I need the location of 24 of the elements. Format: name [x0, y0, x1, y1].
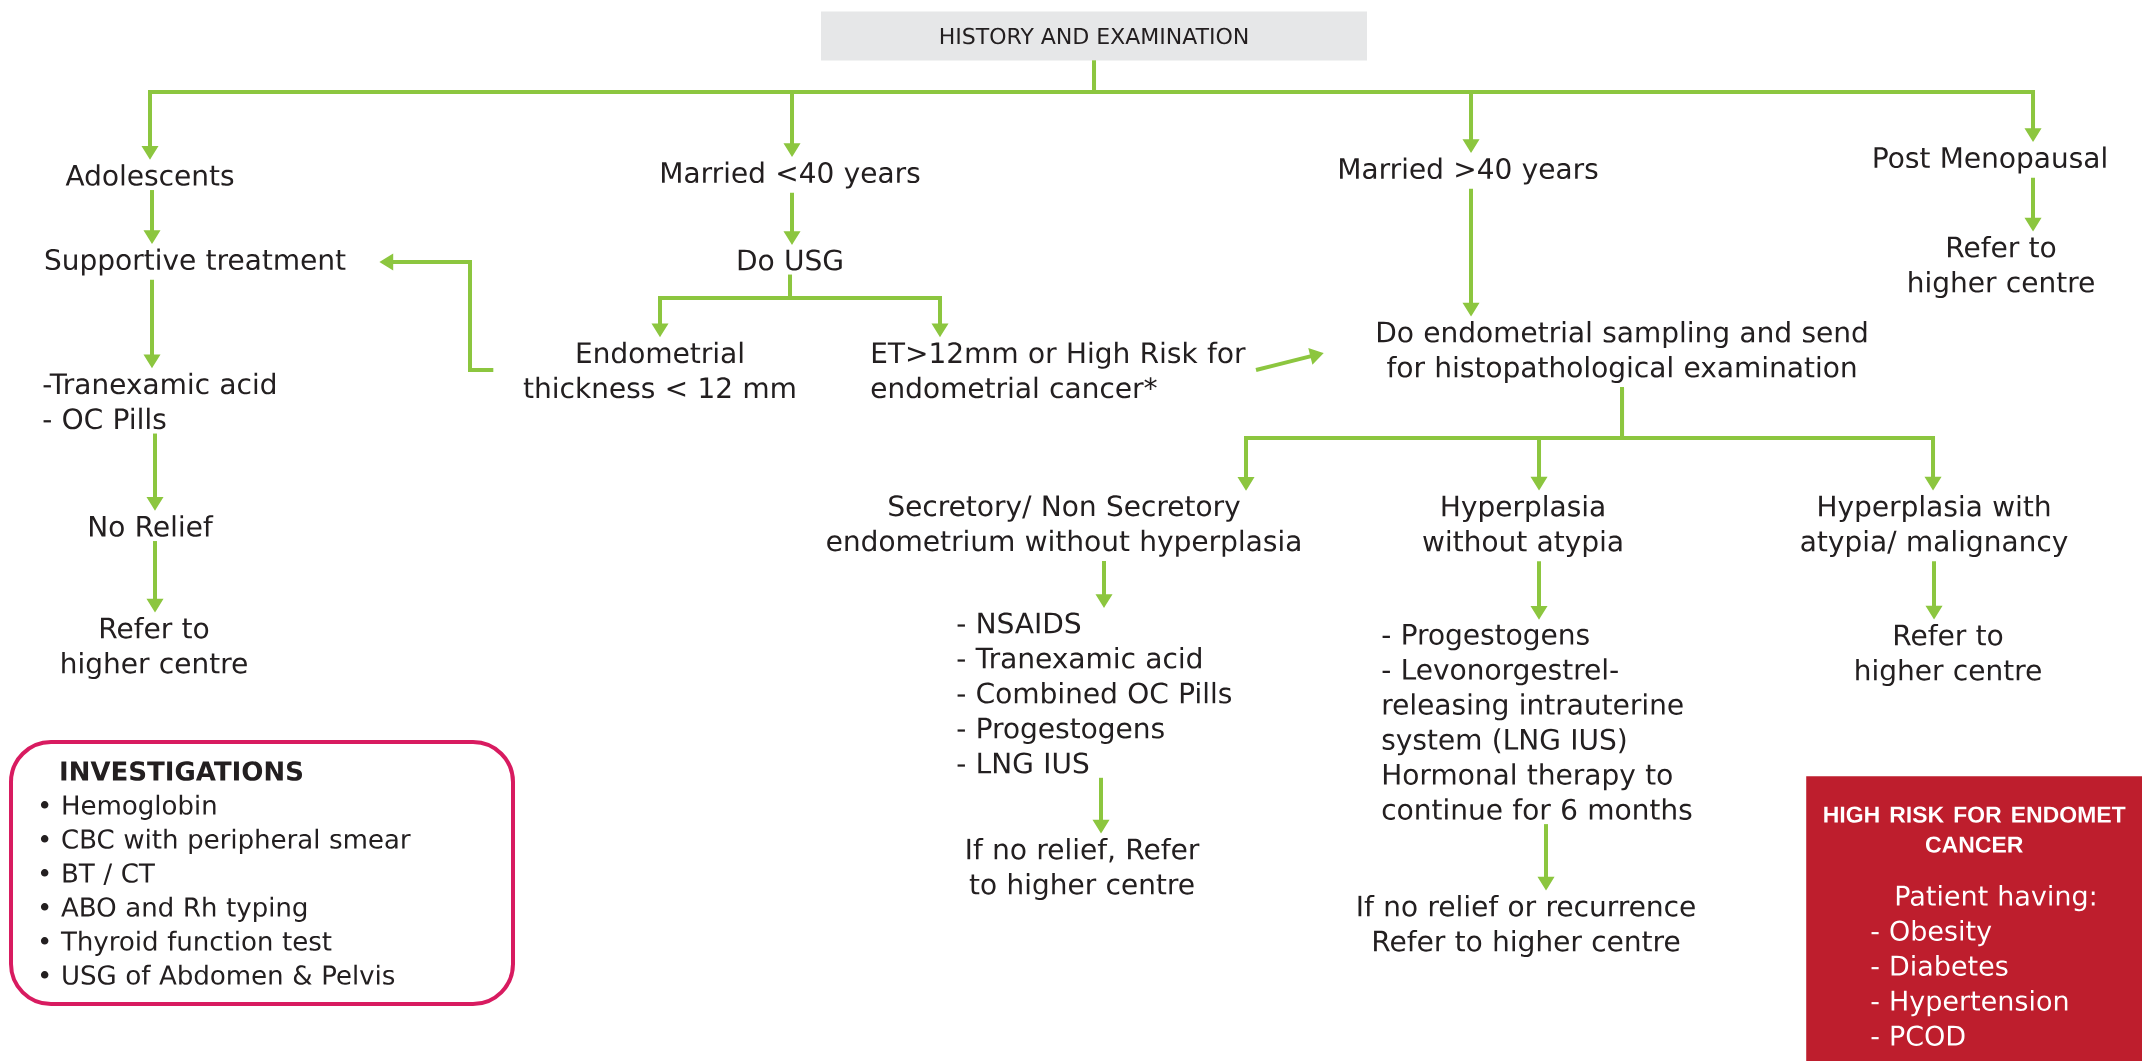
- step-label: Do USG: [738, 249, 842, 271]
- step-label: Hyperplasia with atypia/ malignancy: [1801, 494, 2068, 558]
- step-label: Refer to higher centre: [1856, 623, 2041, 687]
- step-label: No Relief: [90, 515, 214, 537]
- step-label: Hyperplasia without atypia: [1423, 494, 1622, 558]
- step-label: Secretory/ Non Secretory endometrium without hyperplasia: [827, 495, 1300, 557]
- step-label: Refer to higher centre: [1909, 235, 2094, 299]
- title-box: HISTORY AND EXAMINATION: [821, 11, 1367, 61]
- treatment-list: - NSAIDS - Tranexamic acid - Combined OC Pills - Progestogens - LNG IUS: [957, 612, 1231, 774]
- step-label: If no relief or recurrence Refer to higher centre: [1358, 894, 1695, 958]
- step-label: Do endometrial sampling and send for histopathological examination: [1378, 320, 1867, 384]
- step-label: If no relief, Refer to higher centre: [967, 837, 1200, 901]
- step-label: Married >40 years: [1340, 157, 1598, 185]
- step-label: Adolescents: [65, 164, 234, 186]
- step-label: Refer to higher centre: [62, 616, 247, 680]
- step-label: ET>12mm or High Risk for endometrial cancer*: [871, 341, 1246, 399]
- step-label: Supportive treatment: [45, 248, 346, 276]
- treatment-list: - Progestogens - Levonorgestrel-releasing intrauterine system (LNG IUS) Hormonal therapy to continue for 6 months: [1382, 624, 1692, 820]
- step-label: Married <40 years: [662, 161, 920, 189]
- treatment-list: -Tranexamic acid - OC Pills: [43, 372, 275, 430]
- step-label: Endometrial thickness < 12 mm: [523, 341, 795, 399]
- step-label: Post Menopausal: [1874, 146, 2106, 174]
- investigations-box: INVESTIGATIONS • Hemoglobin • CBC with peripheral smear • BT / CT • ABO and Rh typing • Thyroid function test • USG of Abdomen & Pelvis: [9, 740, 515, 1006]
- risk-factor-box: HIGH RISK FOR ENDOMET CANCER Patient having: - Obesity - Diabetes - Hypertension - PCOD: [1806, 776, 2142, 1061]
